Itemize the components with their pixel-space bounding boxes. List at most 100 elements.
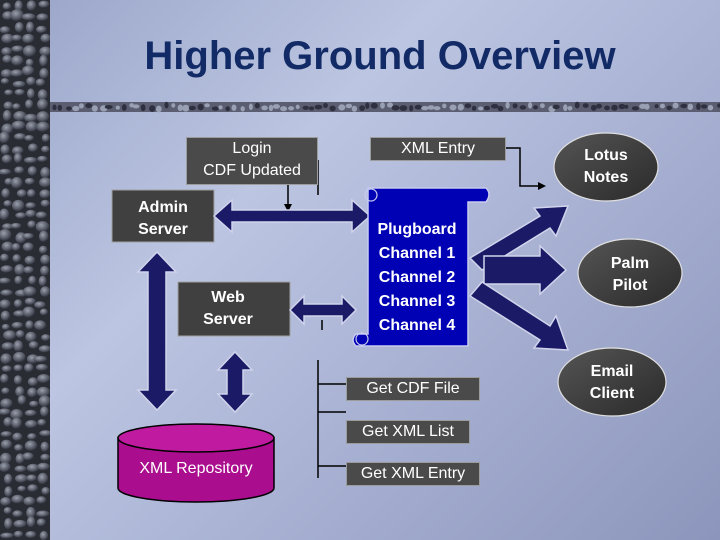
pebble (0, 353, 12, 365)
rule-pebble (399, 105, 408, 111)
pebble (14, 166, 25, 174)
pebble (14, 22, 24, 33)
arrowhead-login (284, 204, 292, 212)
rule-pebble (644, 103, 650, 110)
rule-pebble (140, 104, 146, 112)
pebble (4, 486, 13, 498)
pebble (25, 202, 36, 209)
pebble (36, 386, 50, 398)
pebble (34, 320, 47, 331)
rule-pebble (672, 102, 679, 109)
pebble (13, 519, 27, 528)
pebble (35, 221, 50, 233)
pebble (12, 103, 21, 110)
rule-pebble (414, 104, 423, 110)
pebble (38, 0, 50, 8)
pebble (26, 506, 36, 519)
rule-pebble (696, 103, 701, 110)
pebble (0, 144, 10, 155)
pebble (14, 465, 27, 473)
rule-pebble (666, 105, 672, 111)
pebble (17, 485, 27, 492)
pebble (12, 254, 21, 263)
rule-pebble (66, 106, 72, 111)
pebble (2, 223, 13, 230)
rule-pebble (182, 104, 190, 112)
pebble (24, 363, 34, 373)
rule-pebble (72, 105, 80, 112)
pebble (0, 253, 9, 262)
rule-pebble (261, 105, 268, 111)
double-arrow-web-plugboard (288, 294, 358, 326)
pebble (27, 377, 39, 387)
pebble (36, 111, 50, 123)
pebble (14, 264, 26, 276)
rule-pebble (680, 103, 688, 109)
pebble (39, 530, 49, 540)
web-server-box (177, 281, 291, 337)
web-server-label: Web Server (178, 287, 278, 331)
admin-line1: Admin (138, 199, 188, 216)
pebble (36, 13, 49, 21)
pebble (22, 33, 35, 44)
rule-pebble (567, 106, 573, 111)
pebble (37, 374, 50, 384)
rule-pebble (225, 106, 230, 112)
pebble (37, 98, 49, 111)
rule-pebble (391, 105, 400, 111)
cdf-updated-label: CDF Updated (203, 162, 301, 179)
pebble (39, 308, 49, 316)
pebble (36, 462, 50, 471)
pebble (24, 297, 36, 306)
email-line1: Email (590, 363, 634, 380)
pebble (3, 101, 14, 110)
pebble (13, 530, 24, 538)
arrow-plugboard-email (468, 281, 570, 351)
pebble (13, 351, 26, 363)
rule-pebble (552, 104, 560, 110)
pebble (26, 76, 36, 86)
rule-pebble (660, 103, 665, 109)
rule-pebble (582, 103, 589, 108)
pebble (22, 306, 35, 318)
pebble (1, 365, 12, 373)
pebble (36, 518, 46, 527)
pebble (35, 211, 48, 219)
pebble (41, 133, 50, 143)
channel-4: Channel 4 (378, 317, 456, 334)
pebble (41, 487, 50, 495)
pebble (26, 0, 37, 11)
rule-pebble (380, 102, 385, 109)
pebble (13, 299, 23, 308)
pebble (39, 177, 50, 188)
palm-pilot-label: Palm Pilot (590, 253, 670, 297)
pebble (0, 398, 13, 409)
rule-pebble (421, 106, 429, 111)
rule-pebble (478, 106, 484, 111)
get-cdf-file-label: Get CDF File (366, 380, 460, 397)
rule-pebble (707, 104, 714, 111)
pebble (12, 80, 26, 88)
pebble (10, 177, 23, 189)
pebble (0, 168, 12, 175)
pebble (11, 199, 25, 212)
pebble (3, 330, 17, 341)
pebble (23, 496, 36, 506)
pebble (1, 387, 10, 395)
pebble (27, 387, 38, 398)
rule-pebble (268, 104, 274, 112)
rule-pebble (218, 105, 223, 110)
pebble (14, 89, 25, 96)
pebble (23, 266, 34, 274)
pebble (37, 419, 47, 426)
pebble (10, 409, 24, 420)
pebble (25, 99, 34, 109)
pebble (39, 54, 48, 67)
pebble (38, 345, 50, 353)
pebble (40, 167, 50, 179)
pebble (15, 386, 25, 397)
pebble (11, 321, 24, 329)
get-cdf-file-box: Get CDF File (346, 377, 480, 401)
pebble (36, 510, 50, 518)
rule-pebble (717, 103, 720, 108)
